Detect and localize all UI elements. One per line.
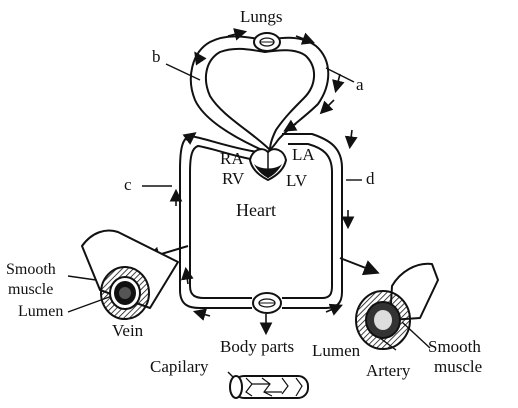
systemic-flow-arrows xyxy=(169,129,358,336)
label-a: a xyxy=(356,75,364,94)
label-ra: RA xyxy=(220,149,244,168)
label-c: c xyxy=(124,175,132,194)
label-lungs: Lungs xyxy=(240,7,283,26)
label-artery: Artery xyxy=(366,361,411,380)
label-lumen-vein: Lumen xyxy=(18,303,63,320)
label-heart: Heart xyxy=(236,200,276,220)
label-vein: Vein xyxy=(112,321,144,340)
label-smooth-muscle-vein-line1: Smooth xyxy=(6,261,56,278)
label-body-parts: Body parts xyxy=(220,337,294,356)
artery-illustration xyxy=(355,262,439,350)
label-smooth-muscle-artery-line1: Smooth xyxy=(428,337,481,356)
lung-capillary xyxy=(253,32,281,52)
label-d: d xyxy=(366,169,375,188)
label-capillary: Capilary xyxy=(150,357,209,376)
text-labels: Lungs a b c d RA LA RV LV Heart Smooth m… xyxy=(6,7,482,380)
heart xyxy=(248,148,288,182)
pulmonary-flow-arrows xyxy=(194,28,345,132)
label-lumen-artery: Lumen xyxy=(312,341,361,360)
label-la: LA xyxy=(292,145,315,164)
label-smooth-muscle-vein-line2: muscle xyxy=(8,281,53,298)
body-capillary xyxy=(252,292,282,314)
vein-illustration xyxy=(81,229,179,320)
label-lv: LV xyxy=(286,171,308,190)
label-b: b xyxy=(152,47,161,66)
capillary-illustration xyxy=(229,375,309,399)
label-rv: RV xyxy=(222,169,245,188)
label-smooth-muscle-artery-line2: muscle xyxy=(434,357,482,376)
